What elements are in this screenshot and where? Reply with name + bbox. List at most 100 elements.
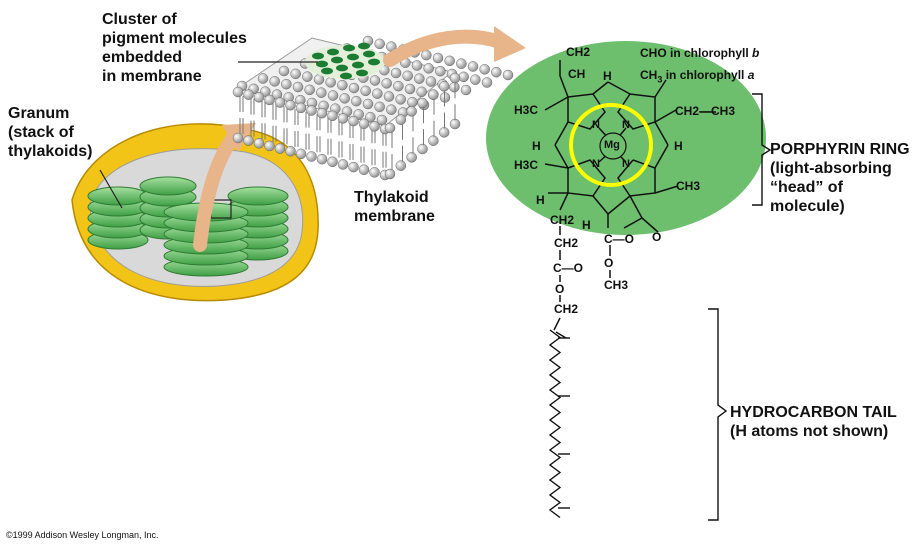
zoom-arrow-1	[193, 128, 242, 252]
lipid-head-side-bottom	[438, 127, 450, 138]
lipid-head-top	[407, 96, 418, 108]
pigment-molecule	[312, 52, 324, 60]
lipid-head-top	[292, 81, 304, 93]
lipid-head-top	[339, 93, 350, 104]
lipid-head-front-top	[348, 115, 359, 127]
lipid-head-top	[435, 65, 446, 77]
lipid-head-top	[360, 85, 371, 97]
lipid-head-front-top	[337, 113, 349, 124]
atom-h3c-lower: H3C	[514, 158, 539, 172]
thylakoid-disc	[227, 186, 289, 206]
atom-mg: Mg	[604, 139, 620, 151]
lipid-head-front-bottom	[358, 164, 370, 175]
lipid-head-front-bottom	[337, 159, 349, 170]
lipid-head-top	[460, 84, 472, 96]
lipid-head-side-bottom	[395, 160, 407, 171]
lipid-tails-front	[239, 96, 244, 134]
lipid-head-front-bottom	[274, 143, 286, 154]
lipid-head-top	[395, 94, 406, 105]
lipid-head-top	[386, 104, 397, 115]
thylakoid-disc	[87, 186, 149, 206]
atom-n-2: N	[622, 119, 630, 131]
lipid-tails-front	[294, 109, 299, 147]
lipid-head-top	[411, 60, 423, 71]
lipid-head-top	[467, 61, 479, 72]
granum-label: Granum (stack of thylakoids)	[8, 105, 93, 160]
magnesium-atom-circle	[599, 132, 627, 160]
atom-n-3: N	[592, 158, 600, 170]
lipid-head-front-bottom	[316, 153, 328, 165]
hydrocarbon-tail-label: HYDROCARBON TAIL (H atoms not shown)	[730, 404, 897, 440]
highlight-ring	[569, 103, 653, 187]
lipid-head-side-top	[406, 106, 417, 117]
thylakoid-membrane-label: Thylakoid membrane	[354, 189, 435, 225]
lipid-head-top	[425, 76, 437, 87]
atom-n-1: N	[592, 119, 600, 131]
lipid-head-front-top	[306, 105, 317, 116]
pigment-molecule	[321, 67, 333, 75]
lipid-head-top	[365, 111, 376, 123]
lipid-head-front-top	[232, 86, 244, 98]
lipid-head-top	[444, 55, 455, 67]
atom-c-o-1: C—O	[553, 261, 583, 275]
granum-stack-left	[87, 186, 149, 250]
cho-b-text: CHO in chlorophyll	[640, 46, 753, 60]
lipid-head-top	[479, 64, 490, 75]
lipid-head-top	[416, 86, 427, 98]
atom-ch3-bottom: CH3	[604, 278, 629, 292]
pigment-molecule	[343, 44, 355, 52]
lipid-head-top	[374, 101, 385, 113]
lipid-head-top	[491, 66, 502, 78]
thylakoid-disc	[139, 176, 197, 196]
cho-chlorophyll-b-note: CHO in chlorophyll b	[640, 46, 759, 60]
lipid-head-top	[327, 90, 339, 101]
double-bond	[555, 331, 567, 339]
lipid-tails-front	[261, 101, 266, 140]
lipid-tails-front	[272, 103, 277, 142]
lipid-head-top	[290, 68, 301, 80]
lipid-tails-front	[305, 111, 310, 150]
lipid-head-front-bottom	[306, 151, 317, 162]
zoom-arrow-2-head	[494, 26, 526, 62]
lipid-tails-front	[250, 98, 255, 137]
atom-h-right: H	[674, 139, 683, 153]
pigment-molecule	[316, 60, 328, 68]
lipid-head-front-top	[295, 102, 307, 114]
porphyrin-background	[486, 41, 766, 235]
atom-h-lower: H	[536, 193, 545, 207]
tail-bracket	[708, 308, 728, 521]
atom-n-4: N	[622, 158, 630, 170]
cluster-label: Cluster of pigment molecules embedded in…	[102, 11, 247, 85]
atom-ch2ch3: CH2—CH3	[675, 104, 736, 118]
ch3-a-italic: a	[747, 68, 755, 82]
ch3-chlorophyll-a-note: CH3 in chlorophyll a	[640, 68, 754, 84]
lipid-head-top	[402, 70, 413, 82]
lipid-head-top	[257, 73, 269, 84]
lipid-head-side-top	[384, 122, 396, 134]
lipid-head-front-bottom	[369, 167, 380, 178]
porphyrin-bracket	[752, 93, 772, 206]
lipid-head-top	[421, 49, 432, 61]
ch3-a-sub: 3	[657, 74, 663, 85]
lipid-head-top	[381, 78, 392, 89]
ester-chain-bonds	[553, 226, 611, 331]
atom-c-o-2: C—O	[604, 232, 634, 246]
hydrocarbon-tail-bonds	[548, 329, 570, 519]
lipid-head-top	[449, 81, 460, 93]
lipid-head-side-top	[449, 72, 461, 84]
lipid-head-side-top	[417, 97, 428, 109]
lipid-head-side-top	[428, 89, 439, 100]
thylakoid-membrane-block	[232, 35, 514, 181]
lipid-head-side-bottom	[384, 168, 396, 180]
lipid-head-front-top	[369, 121, 380, 132]
lipid-head-front-top	[285, 99, 296, 111]
atom-o-1: O	[555, 282, 565, 296]
pigment-molecule	[368, 58, 380, 66]
lipid-head-top	[281, 78, 292, 90]
lipid-head-front-bottom	[232, 132, 244, 144]
lipid-head-top	[481, 77, 493, 88]
lipid-head-top	[458, 71, 469, 83]
lipid-head-top	[374, 38, 385, 50]
